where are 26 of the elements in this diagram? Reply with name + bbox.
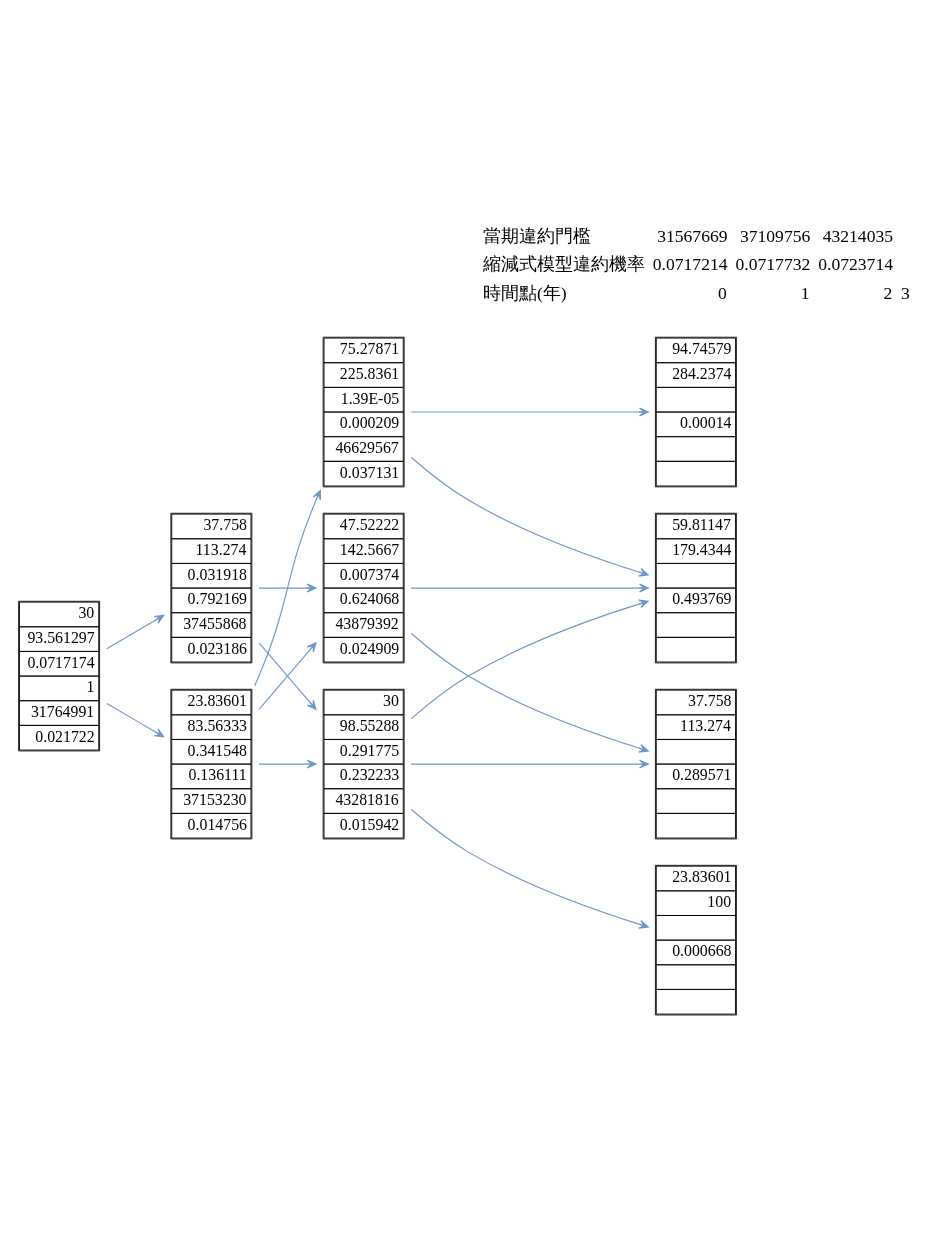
- label: 縮減式模型違約機率: [482, 254, 645, 275]
- arrow: [106, 614, 165, 650]
- arrow: [410, 456, 649, 577]
- label: 2: [883, 282, 893, 303]
- label: 43214035: [822, 226, 894, 247]
- arrow: [410, 407, 649, 417]
- label: 1: [800, 282, 810, 303]
- arrow: [258, 759, 317, 769]
- label: 31567669: [657, 226, 728, 247]
- arrow: [258, 583, 317, 593]
- arrow: [106, 702, 165, 738]
- arrow: [254, 489, 321, 687]
- label: 0: [717, 282, 727, 303]
- arrow: [410, 759, 649, 769]
- arrow: [258, 642, 317, 710]
- label: 37109756: [739, 226, 811, 247]
- label: 0.0723714: [818, 254, 894, 275]
- label: 0.0717214: [652, 254, 728, 275]
- label: 當期違約門檻: [482, 226, 591, 247]
- label: 3: [900, 282, 910, 303]
- arrow: [410, 808, 649, 929]
- label: 0.0717732: [735, 254, 811, 275]
- arrow: [410, 632, 649, 753]
- arrow: [410, 583, 649, 593]
- label: 時間點(年): [482, 282, 567, 303]
- arrow: [410, 599, 649, 720]
